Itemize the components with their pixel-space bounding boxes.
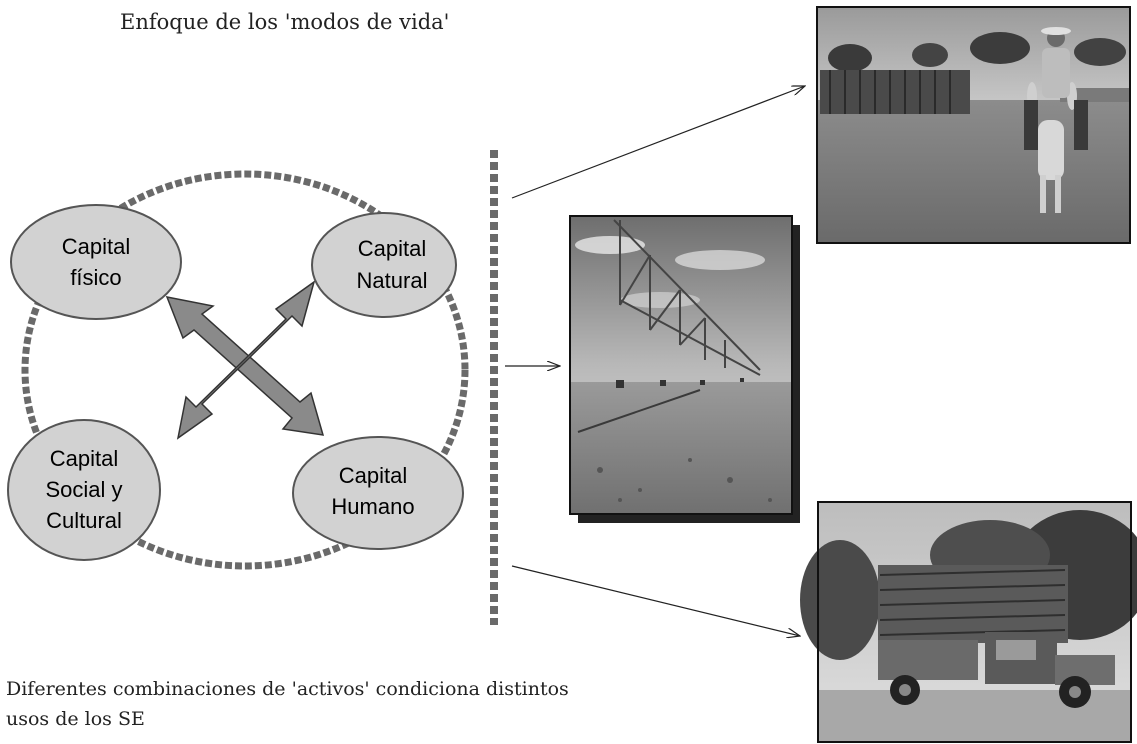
footer-line-1: Diferentes combinaciones de 'activos' co… xyxy=(6,678,569,700)
truck-photo xyxy=(800,501,1137,743)
footer-caption: Diferentes combinaciones de 'activos' co… xyxy=(6,674,646,734)
diagram-title: Enfoque de los 'modos de vida' xyxy=(120,10,450,34)
arrow-to-rider-photo xyxy=(511,86,805,199)
capital-social-line1: Capital xyxy=(50,446,118,471)
footer-line-2: usos de los SE xyxy=(6,708,145,730)
capital-ring xyxy=(21,170,469,570)
capital-social-node: Capital Social y Cultural xyxy=(7,419,161,561)
capital-humano-line2: Humano xyxy=(331,494,414,519)
arrow-fisico-humano xyxy=(165,296,325,436)
arrow-to-truck-photo xyxy=(511,565,800,636)
capital-fisico-node: Capital físico xyxy=(10,204,182,320)
capital-humano-node: Capital Humano xyxy=(292,436,464,550)
capital-humano-line1: Capital xyxy=(339,463,407,488)
capital-fisico-line2: físico xyxy=(70,265,121,290)
capital-social-line3: Cultural xyxy=(46,508,122,533)
capital-social-line2: Social y xyxy=(45,477,122,502)
arrow-natural-social xyxy=(176,280,316,440)
rider-photo xyxy=(816,6,1131,244)
capital-natural-line2: Natural xyxy=(357,268,428,293)
capital-natural-line1: Capital xyxy=(358,236,426,261)
irrigation-photo xyxy=(569,215,800,523)
capital-fisico-line1: Capital xyxy=(62,234,130,259)
capital-natural-node: Capital Natural xyxy=(311,212,457,318)
